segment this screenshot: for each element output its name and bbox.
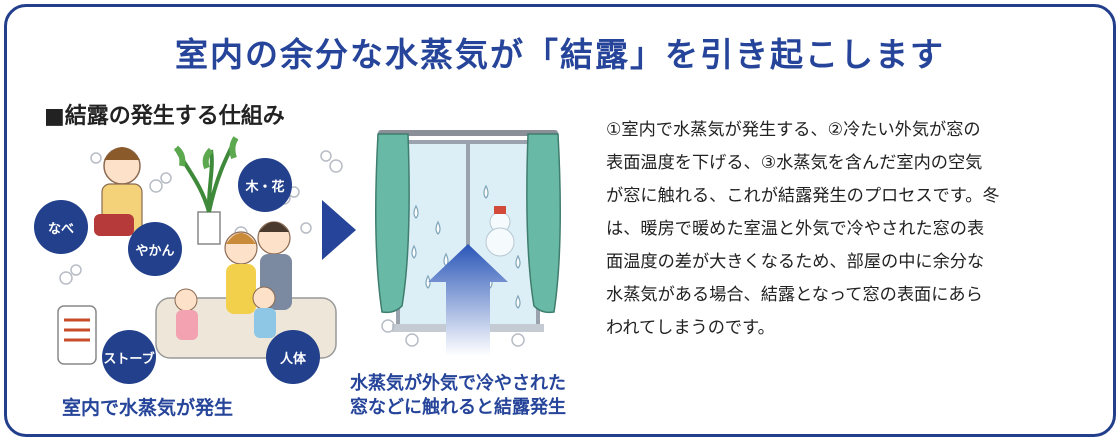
window-illustration	[375, 130, 561, 356]
plant-drawing	[174, 136, 239, 245]
body-line: 表面温度を下げる、③水蒸気を含んだ室内の空気	[606, 153, 983, 173]
body-line: が窓に触れる、これが結露発生のプロセスです。冬	[606, 186, 1000, 206]
badge-stove: ストーブ	[102, 330, 156, 384]
title-area: 室内の余分な水蒸気が「結露」を引き起こします	[0, 28, 1120, 78]
body-line: 水蒸気がある場合、結露となって窓の表面にあら	[606, 285, 983, 305]
stove-drawing	[57, 305, 97, 365]
badge-plant: 木・花	[238, 158, 292, 212]
section-subhead: ■結露の発生する仕組み	[44, 104, 285, 129]
badge-kettle: やかん	[128, 222, 182, 276]
explanation-text: ①室内で水蒸気が発生する、②冷たい外気が窓の 表面温度を下げる、③水蒸気を含んだ…	[606, 114, 1100, 345]
caption-mid: 水蒸気が外気で冷やされた 窓などに触れると結露発生	[322, 372, 594, 420]
body-line: は、暖房で暖めた室温と外気で冷やされた窓の表	[606, 219, 985, 239]
badge-person: 人体	[266, 330, 320, 384]
caption-mid-line2: 窓などに触れると結露発生	[350, 397, 566, 418]
steam-puffs	[59, 150, 343, 285]
caption-mid-line1: 水蒸気が外気で冷やされた	[350, 373, 566, 394]
arrow-right-icon	[322, 200, 356, 260]
badge-pot: なべ	[34, 200, 88, 254]
cook-drawing	[94, 147, 143, 236]
body-line: われてしまうのです。	[606, 318, 775, 338]
page-title: 室内の余分な水蒸気が「結露」を引き起こします	[161, 28, 959, 78]
caption-left: 室内で水蒸気が発生	[62, 397, 234, 419]
body-line: 面温度の差が大きくなるため、部屋の中に余分な	[606, 252, 985, 272]
body-line: ①室内で水蒸気が発生する、②冷たい外気が窓の	[606, 120, 981, 140]
